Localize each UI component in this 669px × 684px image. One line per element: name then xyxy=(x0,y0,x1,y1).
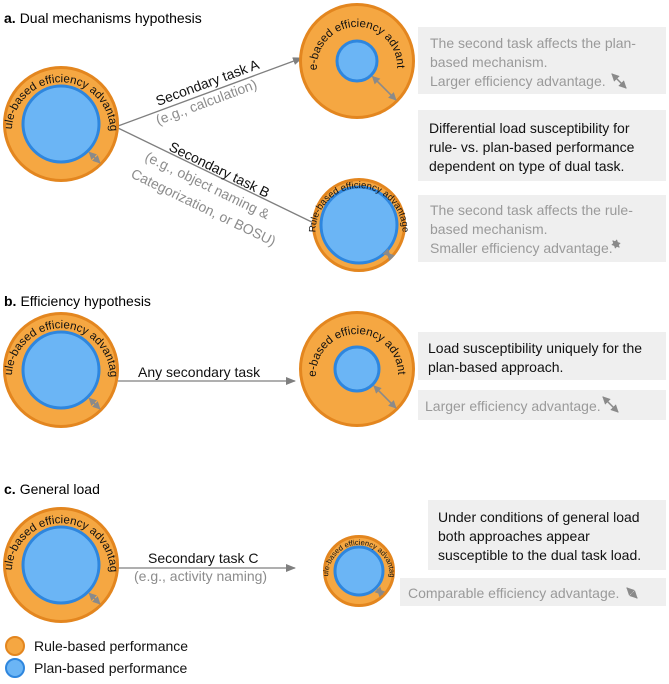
info-box-a-mid: Differential load susceptibility for rul… xyxy=(418,110,666,181)
legend-rule-swatch xyxy=(5,636,25,656)
plan-based-circle xyxy=(333,345,381,393)
svg-text:Differential load susceptibili: Differential load susceptibility for xyxy=(429,120,630,136)
legend-rule-label: Rule-based performance xyxy=(34,638,188,654)
svg-text:dependent on type of dual task: dependent on type of dual task. xyxy=(429,158,624,174)
legend-plan-label: Plan-based performance xyxy=(34,660,188,676)
svg-text:Under conditions of general lo: Under conditions of general load xyxy=(438,509,640,525)
efficiency-arrow-icon xyxy=(371,75,397,101)
task-c-example: (e.g., activity naming) xyxy=(134,568,267,584)
arrow-task-b xyxy=(117,127,321,227)
svg-text:Larger efficiency advantage.: Larger efficiency advantage. xyxy=(425,398,601,414)
efficiency-arrow-icon xyxy=(88,151,101,164)
section-title-a: a.Dual mechanisms hypothesis xyxy=(4,10,202,26)
task-c-label: Secondary task C xyxy=(148,550,259,566)
plan-based-circle xyxy=(21,84,101,164)
svg-text:Smaller efficiency advantage.: Smaller efficiency advantage. xyxy=(430,240,613,256)
info-box-c-bottom: Comparable efficiency advantage. xyxy=(400,578,666,606)
rule-plan-circle: Rule-based efficiency advantage xyxy=(0,0,119,428)
svg-text:based mechanism.: based mechanism. xyxy=(430,221,548,237)
efficiency-arrow-icon xyxy=(88,397,101,410)
efficiency-arrow-icon xyxy=(373,385,397,409)
svg-text:plan-based approach.: plan-based approach. xyxy=(428,359,563,375)
plan-based-circle xyxy=(21,525,101,605)
plan-based-circle xyxy=(335,39,379,83)
efficiency-arrow-icon xyxy=(374,586,386,598)
info-box-b-top: Load susceptibility uniquely for the pla… xyxy=(418,332,666,380)
info-box-a-top: The second task affects the plan- based … xyxy=(418,27,666,94)
info-box-a-bottom: The second task affects the rule- based … xyxy=(418,195,666,262)
svg-text:The second task affects the ru: The second task affects the rule- xyxy=(430,202,633,218)
info-box-c-top: Under conditions of general load both ap… xyxy=(428,500,666,570)
svg-text:Comparable efficiency advantag: Comparable efficiency advantage. xyxy=(408,585,619,601)
svg-text:based mechanism.: based mechanism. xyxy=(430,54,548,70)
rule-plan-circle: Rule-based efficiency advantage xyxy=(307,178,411,272)
section-title-c: c.General load xyxy=(4,481,100,497)
svg-text:both approaches appear: both approaches appear xyxy=(438,528,590,544)
efficiency-arrow-icon xyxy=(626,587,638,599)
svg-text:The second task affects the pl: The second task affects the plan- xyxy=(430,35,636,51)
any-task-label: Any secondary task xyxy=(138,364,261,380)
info-box-b-bottom: Larger efficiency advantage. xyxy=(418,390,666,420)
plan-based-circle xyxy=(319,185,399,265)
svg-text:susceptible to the dual task l: susceptible to the dual task load. xyxy=(438,547,641,563)
legend: Rule-based performance Plan-based perfor… xyxy=(5,636,188,678)
legend-plan-swatch xyxy=(5,658,25,678)
efficiency-arrow-icon xyxy=(611,239,621,249)
efficiency-arrow-icon xyxy=(382,248,396,262)
arrow-task-a xyxy=(117,57,303,127)
rule-plan-circle: Rule-based efficiency advantage xyxy=(0,0,119,182)
plan-based-circle xyxy=(333,545,385,597)
efficiency-arrow-icon xyxy=(611,73,627,89)
efficiency-arrow-icon xyxy=(88,592,101,605)
svg-text:rule- vs. plan-based performan: rule- vs. plan-based performance xyxy=(429,139,635,155)
plan-based-circle xyxy=(21,330,101,410)
section-title-b: b.Efficiency hypothesis xyxy=(4,293,151,309)
efficiency-arrow-icon xyxy=(602,396,619,413)
ring-label: Rule-based efficiency advantage xyxy=(0,0,119,378)
svg-text:Larger efficiency advantage.: Larger efficiency advantage. xyxy=(430,73,606,89)
svg-text:Load susceptibility uniquely f: Load susceptibility uniquely for the xyxy=(428,340,642,356)
